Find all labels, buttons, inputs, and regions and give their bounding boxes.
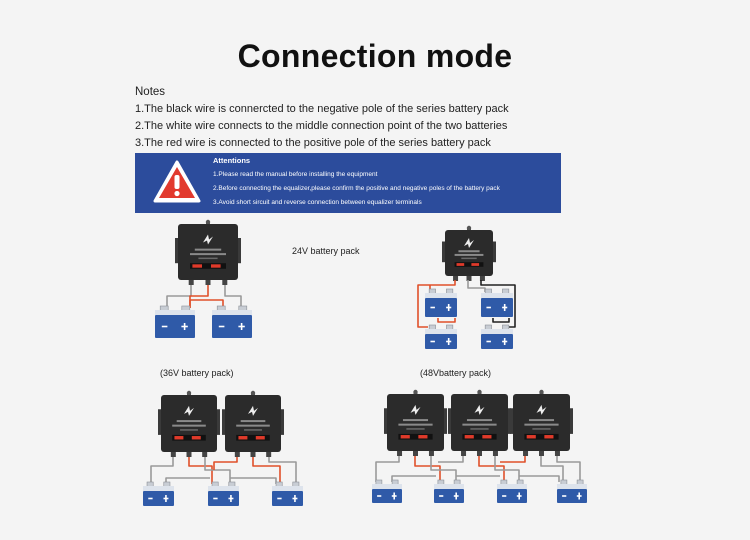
- warning-triangle-icon: [153, 160, 201, 203]
- wire-red-48v-a: [414, 456, 441, 482]
- wire-white-24v-b: [224, 285, 242, 308]
- wire-white-48v-d: [494, 456, 520, 482]
- wire-white-48v-e: [540, 456, 564, 482]
- wire-white-48v-b: [430, 456, 457, 482]
- label-24v-pack: 24V battery pack: [292, 246, 360, 256]
- wire-red-36v-b: [213, 457, 238, 470]
- battery-4-2: [481, 288, 513, 317]
- equalizer-36v-1: [158, 390, 220, 457]
- wire-red-24v-link: [189, 299, 224, 308]
- wire-red-36v-c: [252, 457, 281, 484]
- wire-link-48v-3: [519, 475, 560, 482]
- battery-4-4: [481, 324, 513, 349]
- note-item-1: 1.The black wire is connercted to the ne…: [135, 103, 509, 115]
- label-36v-pack: (36V battery pack): [160, 368, 234, 378]
- attentions-title: Attentions: [213, 156, 251, 165]
- battery-36v-3: [272, 481, 303, 506]
- battery-4-3: [425, 324, 457, 349]
- wire-white-4: [467, 280, 486, 292]
- battery-36v-1: [143, 481, 174, 506]
- battery-4-1: [425, 288, 457, 317]
- wire-red-48v-b: [478, 456, 505, 482]
- attention-item-3: 3.Avoid short sircuit and reverse connec…: [213, 199, 422, 206]
- battery-48v-4: [557, 479, 587, 503]
- page-title: Connection mode: [237, 38, 513, 74]
- wire-white-48v-c: [438, 456, 464, 463]
- wire-red-4-link: [437, 318, 456, 323]
- note-item-2: 2.The white wire connects to the middle …: [135, 120, 508, 132]
- notes-heading: Notes: [135, 86, 166, 98]
- wire-white-36v-b: [204, 457, 231, 484]
- battery-24v-1: [155, 305, 195, 338]
- equalizer-48v-3: [510, 389, 573, 456]
- wire-white-48v-a: [375, 456, 400, 482]
- battery-48v-3: [497, 479, 527, 503]
- battery-24v-2: [212, 305, 252, 338]
- wire-white-36v-c: [268, 457, 297, 484]
- wire-white-48v-f: [556, 456, 581, 482]
- wire-link-36v-1: [165, 477, 210, 484]
- equalizer-24v: [175, 219, 241, 285]
- battery-48v-1: [372, 479, 402, 503]
- note-item-3: 3.The red wire is connected to the posit…: [135, 137, 491, 149]
- wire-white-36v-a: [150, 457, 174, 484]
- wire-red-4-left: [417, 280, 456, 328]
- wire-red-48v-c: [500, 456, 526, 463]
- wire-white-24v-a: [166, 285, 192, 308]
- attention-item-2: 2.Before connecting the equalizer,please…: [213, 185, 500, 192]
- equalizer-48v-2: [448, 389, 511, 456]
- battery-48v-2: [434, 479, 464, 503]
- wire-black-4-right: [480, 280, 516, 328]
- attentions-banner: Attentions 1.Please read the manual befo…: [135, 153, 561, 213]
- wire-link-36v-2: [230, 477, 277, 484]
- notes-section: Notes 1.The black wire is connercted to …: [135, 84, 509, 152]
- equalizer-48v-1: [384, 389, 447, 456]
- equalizer-24v-4: [442, 225, 496, 281]
- wire-black-4-link: [492, 318, 510, 323]
- wire-link-48v-1: [391, 475, 436, 482]
- wire-red-36v-a: [188, 457, 213, 484]
- equalizer-36v-2: [222, 390, 284, 457]
- wire-red-24v: [189, 285, 209, 308]
- attention-item-1: 1.Please read the manual before installi…: [213, 171, 378, 178]
- label-48v-pack: (48Vbattery pack): [420, 368, 492, 378]
- battery-36v-2: [208, 481, 239, 506]
